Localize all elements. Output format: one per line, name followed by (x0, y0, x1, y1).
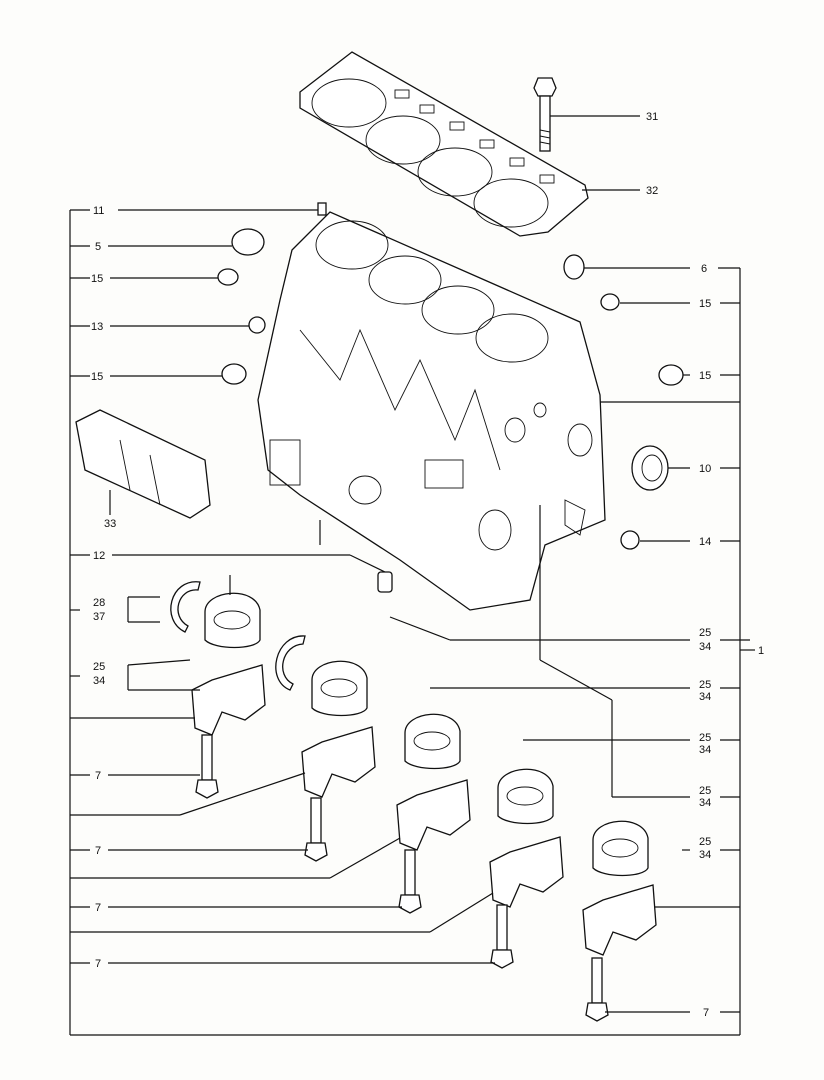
callout-10: 10 (699, 463, 711, 475)
thrust-washer-2-drawing (275, 635, 306, 691)
main-bearing-3-drawing (404, 713, 461, 770)
main-bearing-2-drawing (311, 660, 368, 717)
bearing-cap-5-drawing (582, 884, 657, 956)
main-bearing-5-drawing (592, 820, 649, 877)
leader-lines (69, 115, 755, 1036)
cap-bolt-5-drawing (585, 957, 609, 1022)
callout-15-upper-right: 15 (699, 298, 711, 310)
seal-ring-right-drawing (658, 364, 684, 386)
small-plug-left-drawing (217, 268, 239, 286)
callout-28: 28 (93, 597, 105, 609)
cap-bolt-4-drawing (490, 904, 514, 969)
callout-labels: 31 32 11 5 15 13 15 6 15 15 10 33 14 12 … (91, 111, 764, 1019)
oil-seal-drawing (631, 445, 669, 491)
callout-5: 5 (95, 241, 101, 253)
callout-25-r5: 25 (699, 836, 711, 848)
callout-7-3: 7 (95, 902, 101, 914)
drain-plug-drawing (620, 530, 640, 550)
main-bearing-1-drawing (204, 592, 261, 649)
callout-14: 14 (699, 536, 711, 548)
callout-34-r5: 34 (699, 849, 711, 861)
callout-25-r3: 25 (699, 732, 711, 744)
callout-15-upper-left: 15 (91, 273, 103, 285)
callout-15-lower-left: 15 (91, 371, 103, 383)
callout-25-r1: 25 (699, 627, 711, 639)
callout-34-r3: 34 (699, 744, 711, 756)
small-plug-right-drawing (600, 293, 620, 311)
callout-34-r1: 34 (699, 641, 711, 653)
callout-37: 37 (93, 611, 105, 623)
seal-ring-left-drawing (221, 363, 247, 385)
dowel-pin-drawing (317, 202, 327, 216)
callout-25-r2: 25 (699, 679, 711, 691)
callout-7-4: 7 (95, 958, 101, 970)
callout-12: 12 (93, 550, 105, 562)
head-gasket-drawing (299, 51, 589, 237)
head-bolt-drawing (533, 77, 557, 152)
callout-25-left: 25 (93, 661, 105, 673)
callout-7-5: 7 (703, 1007, 709, 1019)
callout-31: 31 (646, 111, 658, 123)
large-plug-drawing (231, 228, 265, 256)
cap-bolt-3-drawing (398, 849, 422, 914)
bearing-cap-4-drawing (489, 836, 564, 908)
plug-right-drawing (563, 254, 585, 280)
cap-bolt-2-drawing (304, 797, 328, 862)
callout-15-lower-right: 15 (699, 370, 711, 382)
callout-7-1: 7 (95, 770, 101, 782)
bearing-cap-1-drawing (191, 664, 266, 736)
block-plug-drawing (377, 571, 393, 593)
side-cover-drawing (75, 409, 211, 519)
cylinder-block-drawing (257, 211, 606, 611)
callout-33: 33 (104, 518, 116, 530)
bearing-cap-2-drawing (301, 726, 376, 798)
thrust-washer-1-drawing (170, 581, 201, 633)
main-bearing-4-drawing (497, 768, 554, 825)
callout-6: 6 (701, 263, 707, 275)
callout-32: 32 (646, 185, 658, 197)
callout-11: 11 (93, 205, 104, 217)
callout-25-r4: 25 (699, 785, 711, 797)
callout-34-left: 34 (93, 675, 105, 687)
cap-bolt-1-drawing (195, 734, 219, 799)
callout-34-r2: 34 (699, 691, 711, 703)
threaded-plug-drawing (248, 316, 266, 334)
bearing-cap-3-drawing (396, 779, 471, 851)
callout-13: 13 (91, 321, 103, 333)
callout-34-r4: 34 (699, 797, 711, 809)
callout-7-2: 7 (95, 845, 101, 857)
callout-1: 1 (758, 645, 764, 657)
